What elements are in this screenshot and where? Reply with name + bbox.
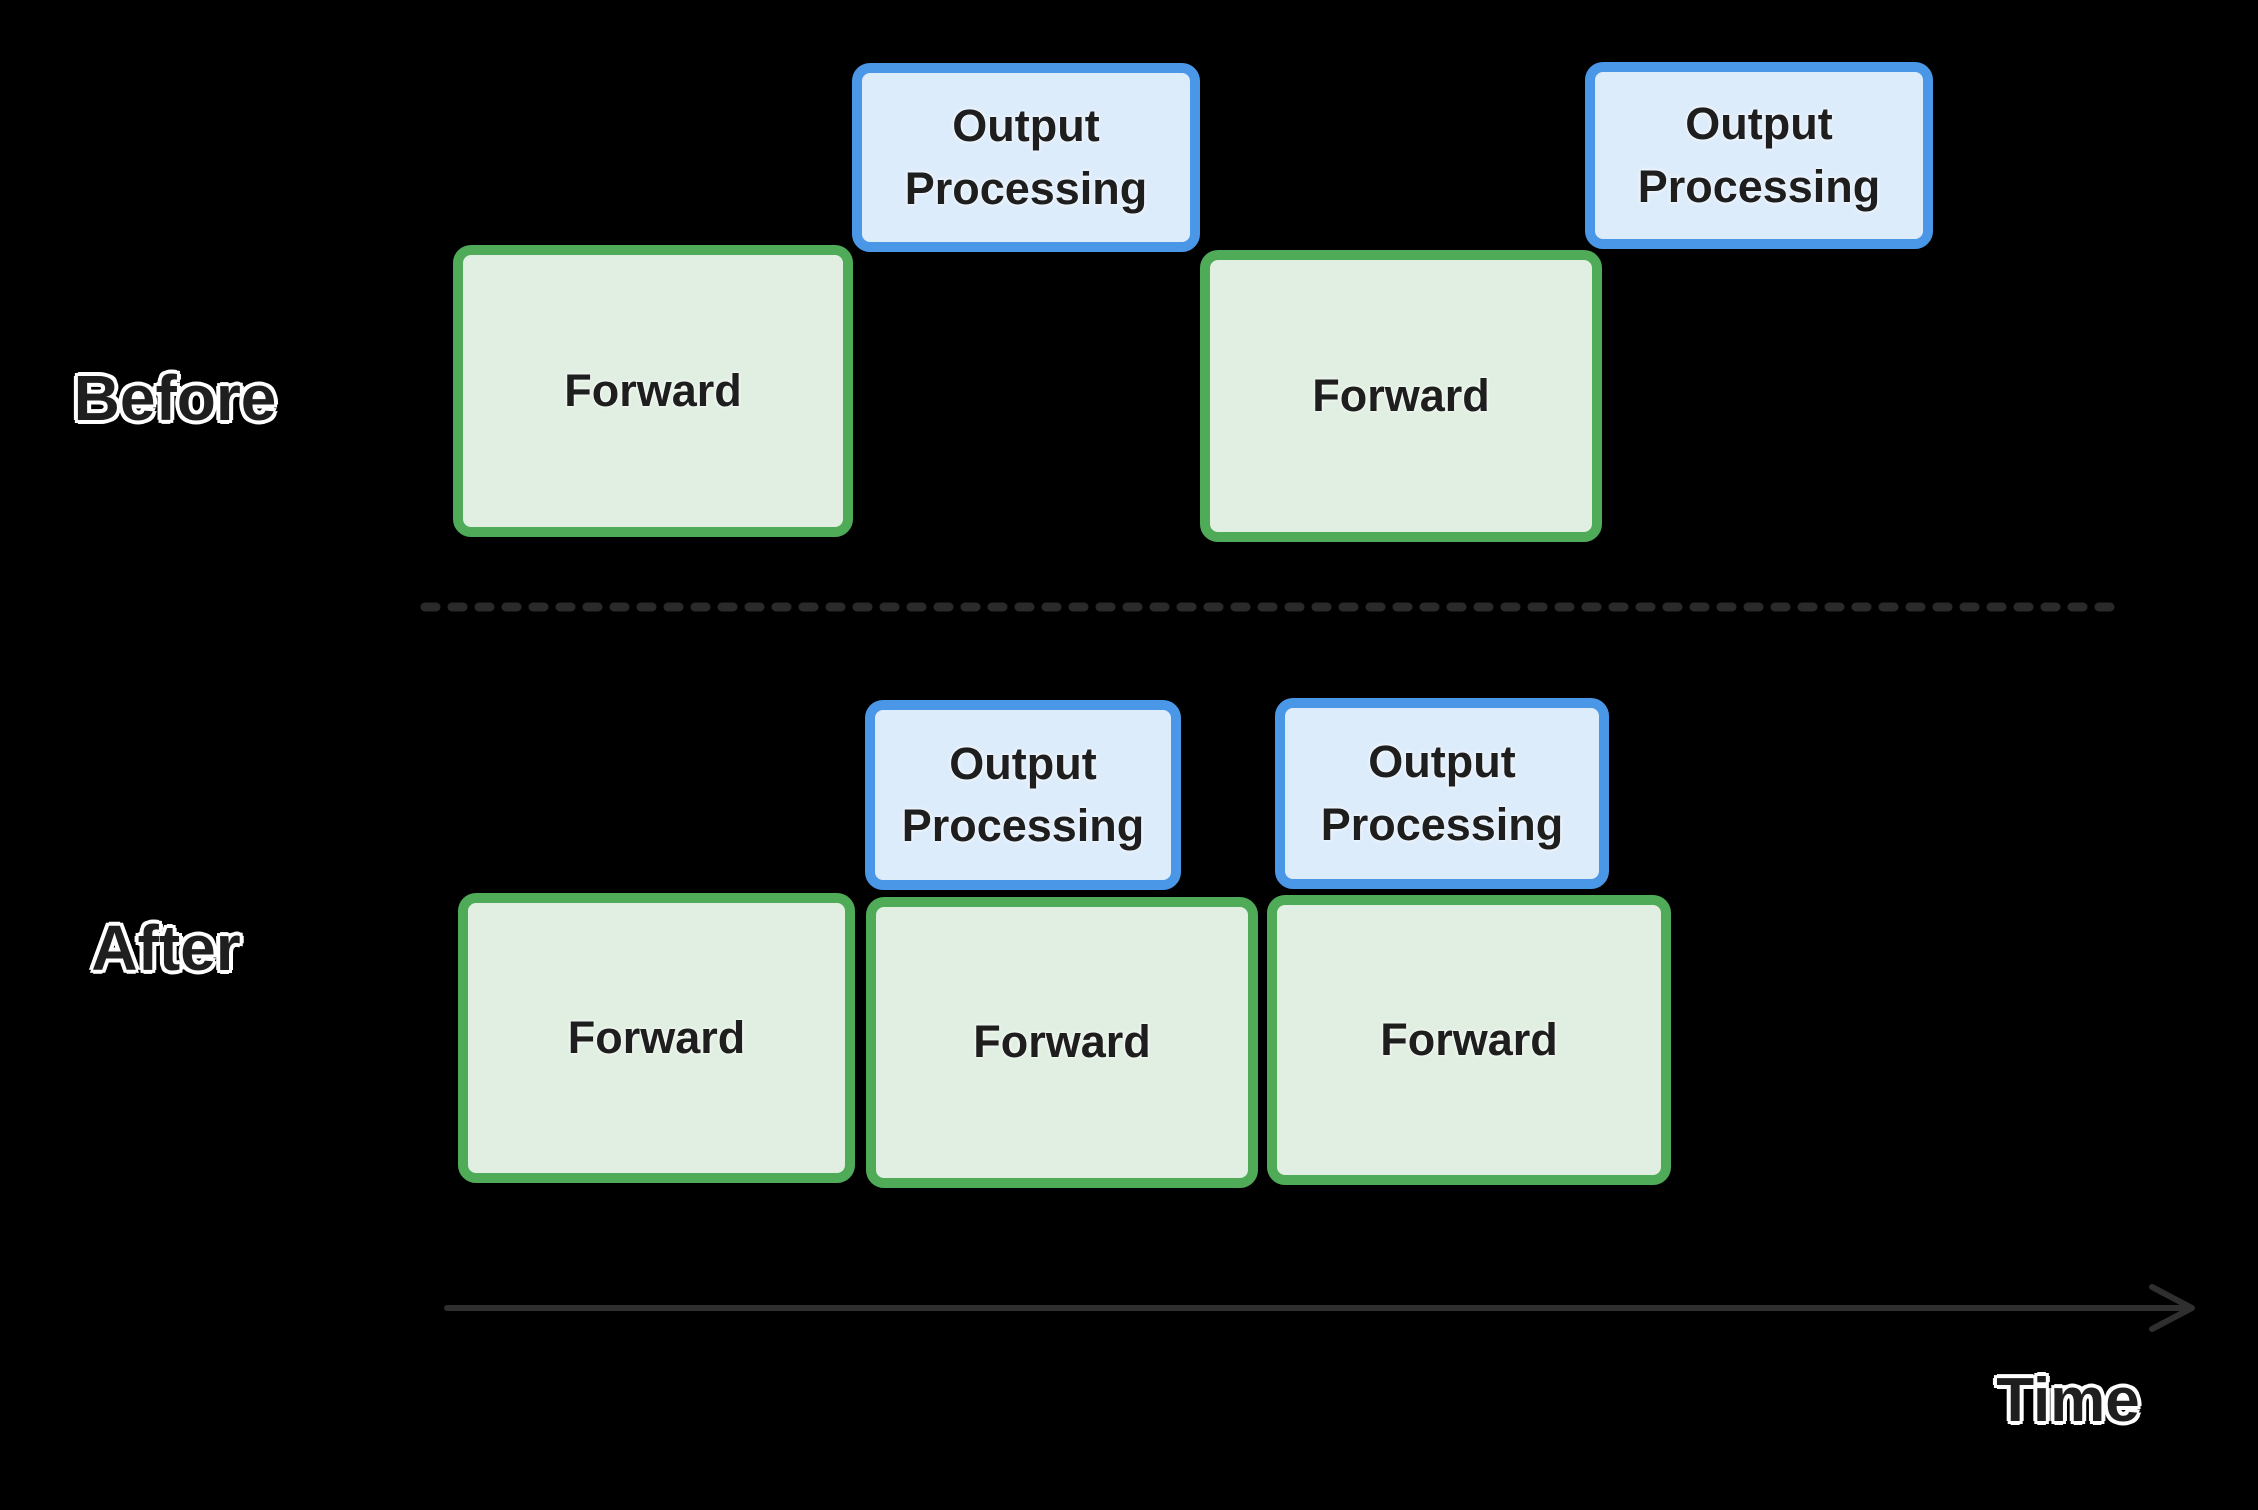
after-forward-box-1: Forward	[458, 893, 855, 1183]
box-label: Output Processing	[904, 100, 1148, 214]
box-label: Forward	[1380, 1013, 1558, 1065]
time-axis-label: Time	[1996, 1366, 2140, 1435]
after-forward-box-2: Forward	[866, 897, 1258, 1188]
box-label: Forward	[564, 364, 742, 416]
after-output-processing-box-1: Output Processing	[865, 700, 1181, 890]
box-label: Output Processing	[1637, 98, 1881, 212]
box-label: Output Processing	[901, 737, 1145, 851]
box-label: Output Processing	[1320, 736, 1564, 850]
after-row-label: After	[91, 912, 241, 984]
before-output-processing-box-2: Output Processing	[1585, 62, 1933, 249]
after-output-processing-box-2: Output Processing	[1275, 698, 1609, 889]
before-forward-box-2: Forward	[1200, 250, 1602, 542]
box-label: Forward	[973, 1016, 1151, 1068]
before-row-label: Before	[73, 362, 277, 434]
before-output-processing-box-1: Output Processing	[852, 63, 1200, 252]
box-label: Forward	[1312, 369, 1490, 421]
after-forward-box-3: Forward	[1267, 895, 1671, 1185]
time-axis-arrow-icon	[444, 1284, 2195, 1332]
box-label: Forward	[567, 1011, 746, 1063]
before-forward-box-1: Forward	[453, 245, 853, 537]
